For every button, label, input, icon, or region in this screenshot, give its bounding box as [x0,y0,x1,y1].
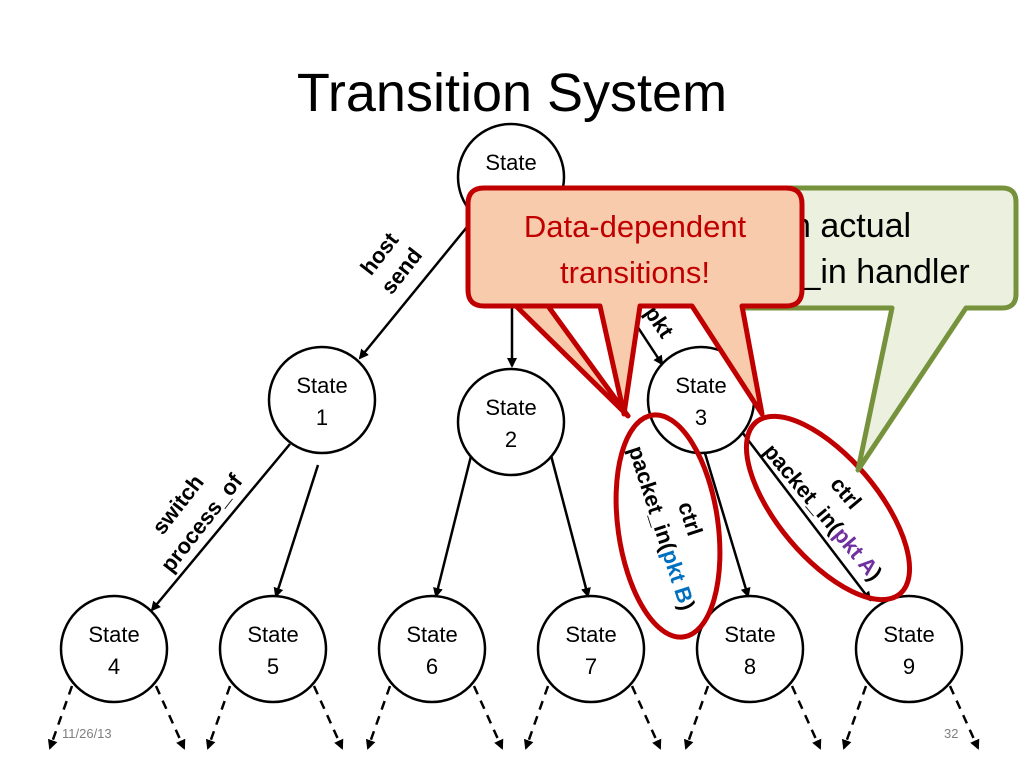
red-callout: Data-dependent transitions! [465,185,805,419]
state-2-label: State [485,395,536,420]
state-node-6 [377,594,487,704]
ctrl-pkt-b-ellipse [613,412,723,640]
slide-date: 11/26/13 [62,726,112,741]
green-callout-line2: t_in handler [792,253,970,291]
edge-s3-s8 [702,449,751,598]
slide-title: Transition System [296,63,728,123]
state-1-label: State [296,373,347,398]
edge-root-s1 [358,215,477,360]
red-callout-shape [465,185,805,419]
dashed-arrow-9-left [841,685,868,750]
dashed-arrow-5-right [312,685,344,750]
state-node-5 [218,594,328,704]
state-4-number: 4 [108,654,120,679]
pkt-b-text: pkt B [657,546,698,606]
state-root-label: State [485,150,536,175]
edge-s1-s5 [273,464,320,598]
state-node-2 [456,367,566,477]
edge-label-switch-process-of: switch process_of [147,468,248,576]
state-nodes [59,122,964,704]
red-callout-line2: transitions! [560,255,710,290]
state-6-number: 6 [426,654,438,679]
state-9-label: State [883,622,934,647]
dashed-arrow-4-right [154,685,186,750]
dashed-arrow-6-left [365,685,392,750]
edge-s1-s4 [150,443,291,612]
dashed-arrow-4-left [47,685,74,750]
state-node-8 [695,594,805,704]
edge-s2-s7 [546,443,591,598]
edge-s3-s9 [741,431,872,602]
ctrl-pkt-a-line2: packet_in(pkt A) [759,439,888,586]
state-node-9 [854,594,964,704]
state-8-number: 8 [744,654,756,679]
dashed-arrow-7-right [630,685,662,750]
state-7-label: State [565,622,616,647]
state-5-label: State [247,622,298,647]
state-5-number: 5 [267,654,279,679]
state-2-number: 2 [505,427,517,452]
state-node-7 [536,594,646,704]
state-4-label: State [88,622,139,647]
dashed-arrow-9-right [948,685,980,750]
state-node-4 [59,594,169,704]
ctrl-pkt-a-highlight: ctrl packet_in(pkt A) [743,413,913,603]
state-3-label: State [675,373,726,398]
dashed-arrow-7-left [523,685,550,750]
slide-number: 32 [944,726,959,741]
red-callout-line1: Data-dependent [524,209,747,244]
green-callout-line1: n actual [792,207,911,245]
ctrl-pkt-a-ellipse [743,413,913,603]
state-8-label: State [724,622,775,647]
state-9-number: 9 [903,654,915,679]
dashed-arrow-8-left [683,685,710,750]
state-1-number: 1 [316,405,328,430]
state-3-number: 3 [695,405,707,430]
state-labels: State State 1 State 2 State 3 State 4 St… [88,150,934,679]
state-node-1 [267,345,377,455]
edge-s2-s6 [433,443,476,598]
state-7-number: 7 [585,654,597,679]
dashed-arrows [47,685,980,750]
state-6-label: State [406,622,457,647]
dashed-arrow-5-left [205,685,232,750]
ctrl-pkt-b-line1: ctrl [673,499,707,539]
dashed-arrow-8-right [790,685,822,750]
dashed-arrow-6-right [472,685,504,750]
